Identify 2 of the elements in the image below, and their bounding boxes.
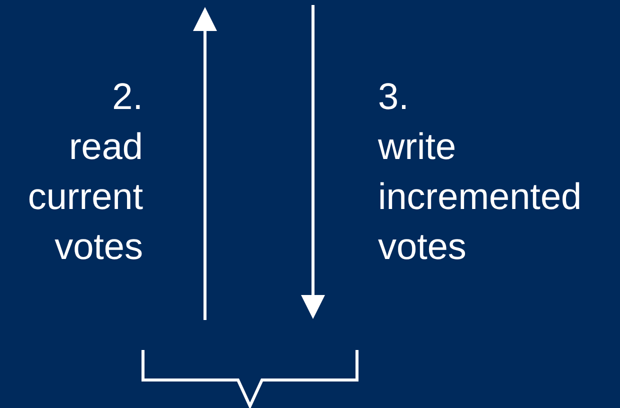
- step-text: 2. read current votes: [26, 75, 143, 269]
- step-text: 3. write incremented votes: [378, 75, 583, 269]
